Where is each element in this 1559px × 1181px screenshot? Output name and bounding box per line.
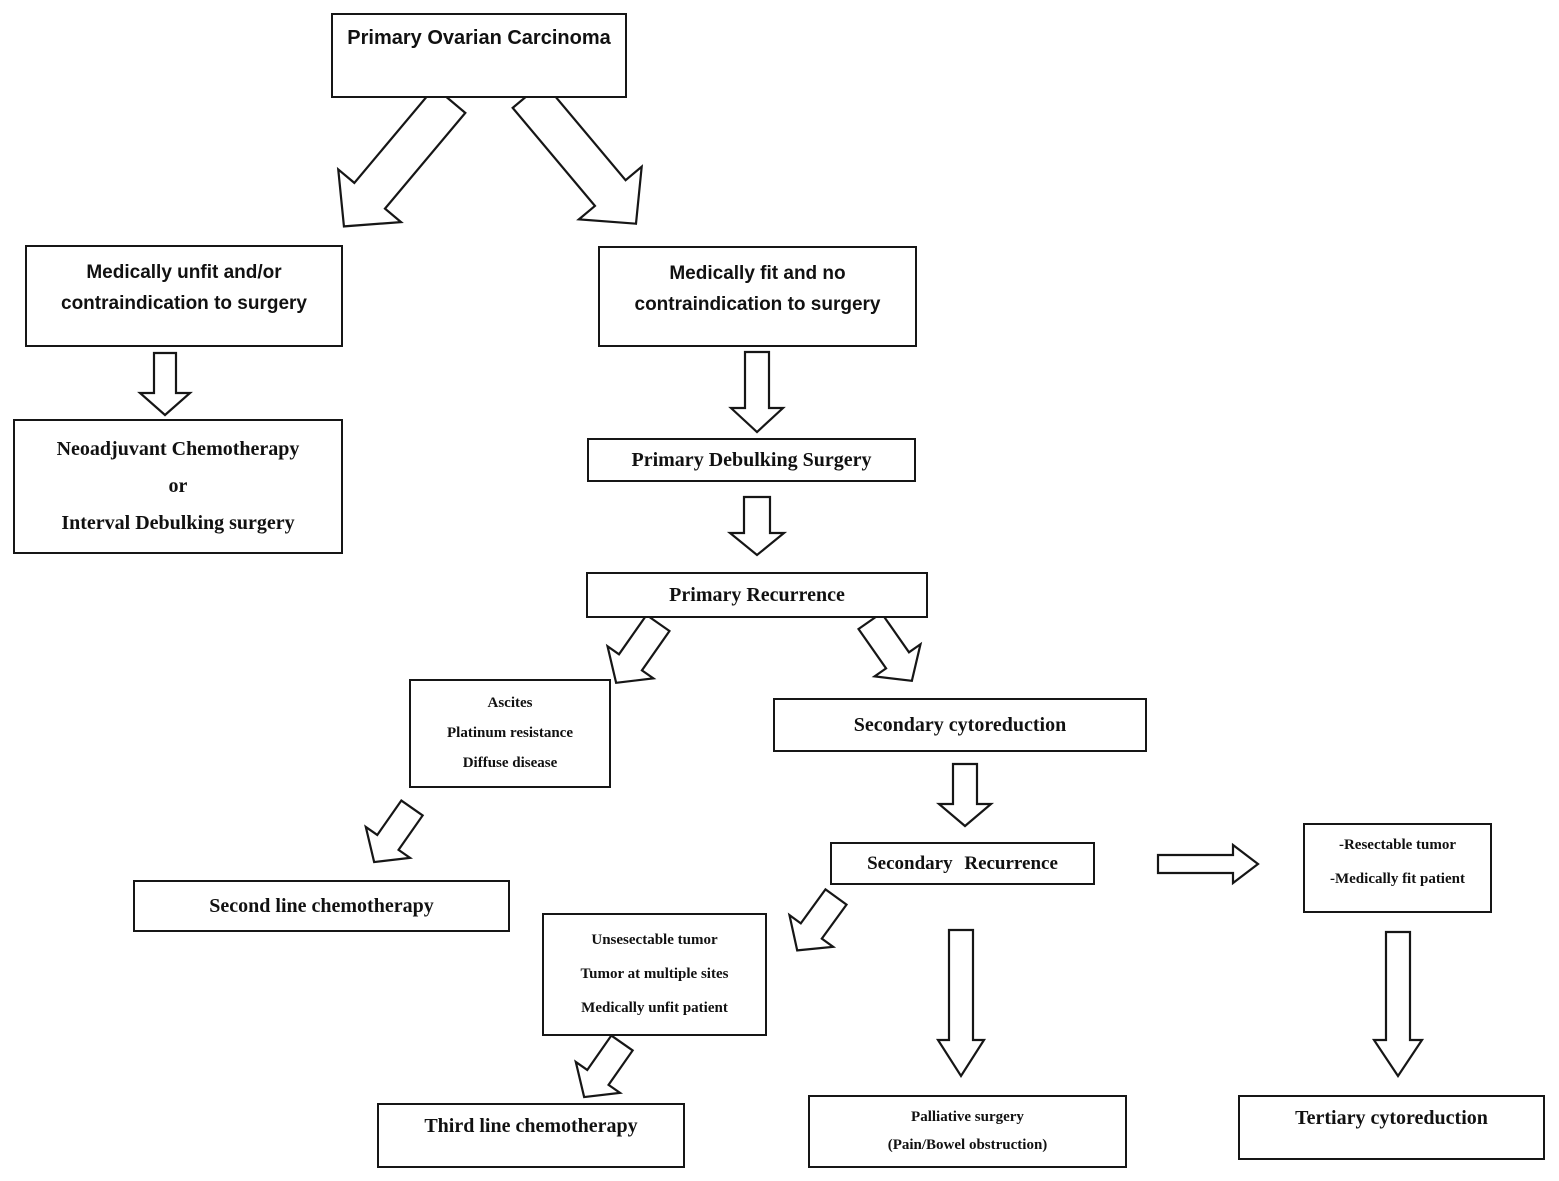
arrow-unresectable-to-thirdline-icon [574, 1034, 635, 1099]
node-third-line-chemotherapy: Third line chemotherapy [377, 1103, 685, 1168]
node-label-line: -Resectable tumor [1338, 837, 1457, 853]
node-second-line-chemotherapy: Second line chemotherapy [133, 880, 510, 932]
node-label-line: contraindication to surgery [61, 293, 307, 314]
node-label: Second line chemotherapy [209, 894, 434, 917]
arrow-secrecurrence-to-palliative-icon [935, 928, 987, 1079]
node-label-line: Medically unfit and/or [86, 262, 282, 283]
node-medically-fit: Medically fit and no contraindication to… [598, 246, 917, 347]
arrow-unfit-to-neoadjuvant-icon [137, 351, 193, 417]
arrow-secrecurrence-to-resectable-icon [1156, 842, 1260, 886]
node-label: Primary Ovarian Carcinoma [347, 27, 611, 49]
arrow-primary-to-fit-icon [511, 80, 644, 225]
node-label-line: Diffuse disease [462, 754, 558, 771]
node-label: Secondary cytoreduction [853, 713, 1067, 736]
node-label-line: Unsesectable tumor [591, 931, 718, 948]
node-label-line: or [168, 475, 188, 497]
arrow-recurrence-to-ascites-icon [605, 613, 672, 685]
arrow-debulking-to-recurrence-icon [726, 495, 788, 557]
arrow-ascites-to-secondline-icon [364, 799, 425, 864]
arrow-resectable-to-tertiary-icon [1371, 930, 1425, 1078]
arrow-fit-to-debulking-icon [728, 350, 786, 434]
node-label-line: Platinum resistance [447, 724, 573, 741]
node-label: Tertiary cytoreduction [1295, 1107, 1488, 1129]
node-secondary-cytoreduction: Secondary cytoreduction [773, 698, 1147, 752]
arrow-secrecurrence-to-unresectable-icon [787, 887, 849, 952]
node-label-line: Medically fit and no [669, 263, 846, 284]
node-neoadjuvant-chemotherapy: Neoadjuvant Chemotherapy or Interval Deb… [13, 419, 343, 554]
node-label-line: Tumor at multiple sites [580, 965, 729, 982]
node-palliative-surgery: Palliative surgery (Pain/Bowel obstructi… [808, 1095, 1127, 1168]
node-primary-ovarian-carcinoma: Primary Ovarian Carcinoma [331, 13, 627, 98]
node-tertiary-cytoreduction: Tertiary cytoreduction [1238, 1095, 1545, 1160]
arrow-cytoreduction-to-secrecurrence-icon [935, 762, 995, 828]
node-medically-unfit: Medically unfit and/or contraindication … [25, 245, 343, 347]
node-label: Primary Debulking Surgery [631, 448, 872, 471]
node-label-line: Ascites [487, 695, 533, 712]
node-label-line: Interval Debulking surgery [61, 512, 295, 534]
node-unresectable-criteria: Unsesectable tumor Tumor at multiple sit… [542, 913, 767, 1036]
node-label-line: Medically unfit patient [581, 1000, 728, 1017]
node-label-line: Neoadjuvant Chemotherapy [56, 438, 300, 460]
node-primary-debulking-surgery: Primary Debulking Surgery [587, 438, 916, 482]
node-label-line: contraindication to surgery [634, 294, 881, 315]
node-secondary-recurrence: Secondary Recurrence [830, 842, 1095, 885]
node-label-line: -Medically fit patient [1330, 871, 1465, 887]
node-primary-recurrence: Primary Recurrence [586, 572, 928, 618]
node-label: Third line chemotherapy [424, 1115, 638, 1137]
node-resectable-criteria: -Resectable tumor -Medically fit patient [1303, 823, 1492, 913]
node-label: Secondary Recurrence [867, 852, 1058, 874]
node-label: Primary Recurrence [669, 583, 845, 606]
arrow-recurrence-to-cytoreduction-icon [856, 611, 923, 683]
arrow-primary-to-unfit-icon [336, 85, 467, 228]
node-label-line: (Pain/Bowel obstruction) [887, 1137, 1048, 1154]
node-label-line: Palliative surgery [911, 1108, 1024, 1125]
node-ascites-criteria: Ascites Platinum resistance Diffuse dise… [409, 679, 611, 788]
